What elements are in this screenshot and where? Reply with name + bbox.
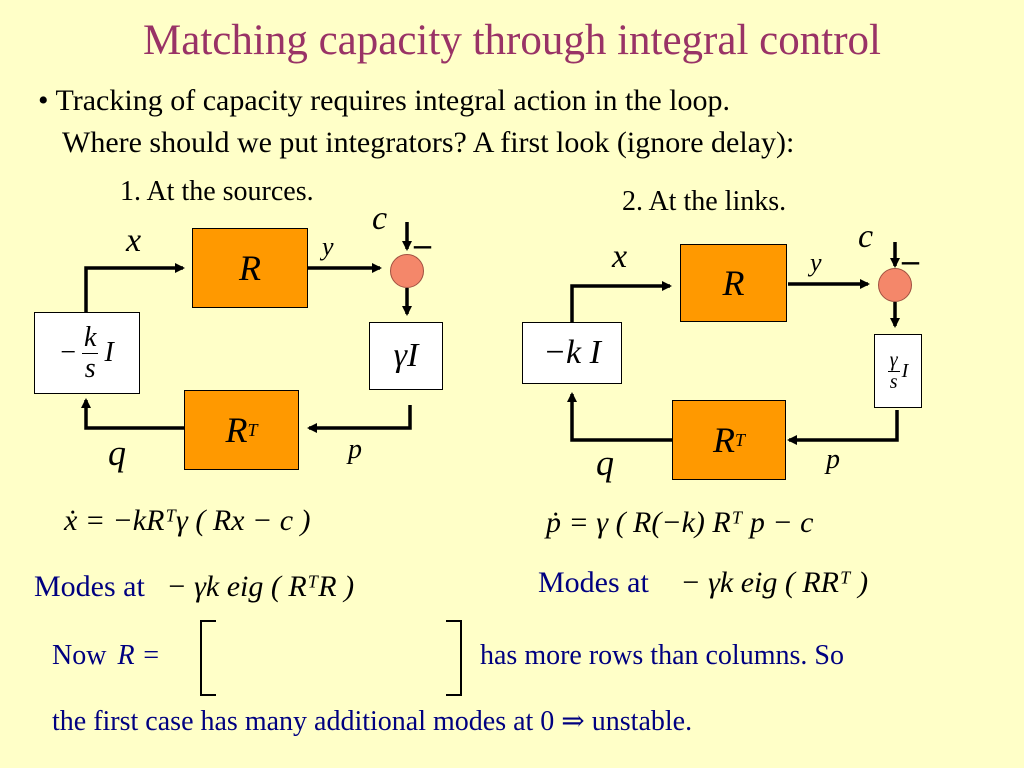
label-minus-1: –	[414, 226, 431, 263]
controller-fraction-1: k s	[82, 322, 99, 384]
modes-label-2: Modes at	[538, 566, 649, 599]
block-r-2-label: R	[722, 263, 745, 303]
controller-den-1: s	[84, 352, 96, 384]
summing-junction-1	[390, 254, 424, 288]
now-statement: Now R =	[52, 640, 160, 672]
controller-block-1: − k s I	[34, 312, 140, 394]
rows-statement: has more rows than columns. So	[480, 640, 844, 671]
equation-sources: ẋ = −kRᵀγ ( Rx − c )	[64, 504, 311, 537]
wire-x-1	[84, 263, 185, 312]
controller-sign-1: −	[60, 337, 77, 368]
block-r-1: R	[192, 228, 308, 308]
gain-num-2: γ	[887, 348, 900, 372]
gain-den-2: s	[889, 370, 898, 393]
modes-expr-2: − γk eig ( RRᵀ )	[680, 566, 869, 599]
summing-junction-2	[878, 268, 912, 302]
gain-block-2: γ s I	[874, 334, 922, 408]
label-p-1: p	[348, 434, 362, 465]
gain-i-2: I	[901, 359, 909, 382]
label-c-2: c	[858, 218, 874, 255]
block-rt-2-sup: T	[734, 429, 745, 450]
now-word: Now	[52, 640, 107, 671]
gain-fraction-2: γ s	[887, 348, 900, 393]
caption-links: 2. At the links.	[622, 186, 787, 217]
slide-title: Matching capacity through integral contr…	[143, 17, 881, 64]
label-x-1: x	[126, 222, 142, 259]
label-p-2: p	[826, 444, 840, 475]
conclusion-line: the first case has many additional modes…	[52, 706, 693, 737]
label-y-1: y	[322, 232, 334, 261]
matrix-right-bracket	[446, 620, 462, 696]
r-equals: R =	[117, 640, 161, 671]
block-r-2: R	[680, 244, 787, 322]
modes-sources: Modes at − γk eig ( RᵀR )	[34, 570, 354, 604]
caption-sources: 1. At the sources.	[120, 176, 314, 207]
controller-block-2: −k I	[522, 322, 622, 384]
block-r-1-label: R	[239, 248, 261, 288]
wire-q-1	[81, 398, 184, 430]
wire-x-2	[570, 281, 672, 322]
equation-links: ṗ = γ ( R(−k) Rᵀ p − c	[546, 506, 814, 539]
label-c-1: c	[372, 200, 388, 237]
modes-expr-1: − γk eig ( RᵀR )	[166, 570, 355, 603]
bullet-symbol: •	[38, 84, 49, 117]
modes-links: Modes at − γk eig ( RRᵀ )	[538, 566, 868, 600]
bullet-line-1: • Tracking of capacity requires integral…	[38, 84, 730, 118]
bullet-text-1: Tracking of capacity requires integral a…	[55, 84, 731, 117]
block-rt-1-sup: T	[247, 419, 258, 440]
block-rt-2-label: R	[712, 420, 735, 460]
controller-i-1: I	[104, 337, 114, 368]
gain-i-1: I	[407, 337, 419, 374]
wire-p-2	[787, 410, 899, 445]
label-minus-2: –	[902, 242, 919, 279]
label-y-2: y	[810, 248, 822, 277]
block-rt-1-label: R	[225, 410, 248, 450]
controller-text-2: −k I	[543, 334, 601, 371]
modes-label-1: Modes at	[34, 570, 145, 603]
controller-num-1: k	[82, 322, 99, 354]
label-q-2: q	[596, 443, 614, 483]
matrix-left-bracket	[200, 620, 216, 696]
gain-gamma-1: γ	[393, 337, 408, 374]
label-q-1: q	[108, 433, 126, 473]
wire-p-1	[307, 405, 412, 433]
bullet-line-2: Where should we put integrators? A first…	[62, 126, 795, 159]
wire-q-2	[567, 392, 672, 442]
label-x-2: x	[612, 238, 628, 275]
